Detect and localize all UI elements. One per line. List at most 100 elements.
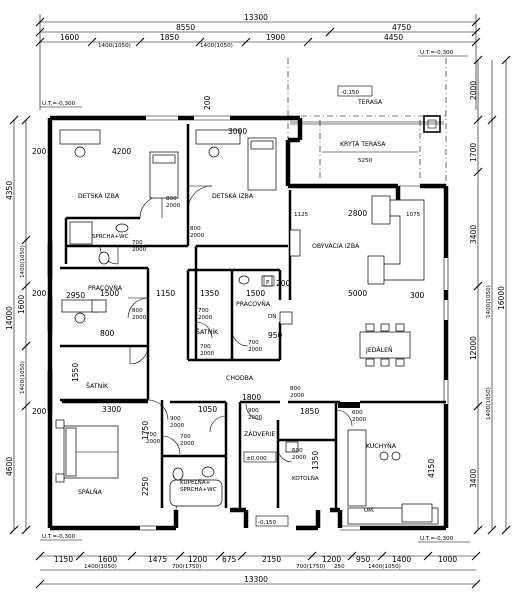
dim-int-dn-200: 200 xyxy=(276,279,291,288)
room-label-obyvacia-izba: OBÝVACIA IZBA xyxy=(312,241,360,250)
svg-text:P: P xyxy=(266,280,270,286)
room-label-pracovna-1: PRACOVŇA xyxy=(88,283,123,292)
dim-bottom-7: 1200 xyxy=(322,555,341,564)
dim-right-5: 12000 xyxy=(469,336,478,360)
dim-int-2950: 2950 xyxy=(66,291,85,300)
dim-top-seg-5: 1900 xyxy=(266,33,285,42)
dim-bottom-9: 1400 xyxy=(392,555,411,564)
dim-int-1350b: 1350 xyxy=(311,451,320,470)
dim-int-5000: 5000 xyxy=(348,289,367,298)
room-label-satnik-2: ŠATNÍK xyxy=(86,381,109,390)
dim-bottom-5: 675 xyxy=(222,555,237,564)
dim-int-950: 950 xyxy=(268,331,283,340)
furniture xyxy=(55,129,439,525)
room-label-satnik-1: ŠATNÍK xyxy=(196,327,219,336)
dim-left-4: 1400(1050) xyxy=(20,361,26,394)
dim-left-1: 4350 xyxy=(5,181,14,200)
svg-text:-0,150: -0,150 xyxy=(258,520,276,526)
dim-int-1500: 1500 xyxy=(100,289,119,298)
dim-int-1150: 1150 xyxy=(156,289,175,298)
dim-int-1750: 1750 xyxy=(141,421,150,440)
dim-bottom-8: 950 xyxy=(356,555,371,564)
room-label-kotolna: KOTOLŇA xyxy=(292,475,319,482)
level-tag-top-left: U.T.=-0,300 xyxy=(40,101,82,108)
dim-int-2250: 2250 xyxy=(141,477,150,496)
dim-int-1125: 1125 xyxy=(294,212,309,218)
dimension-lines-left xyxy=(9,115,31,535)
terrace-outline xyxy=(287,58,447,185)
dim-top-seg-3: 1850 xyxy=(160,33,179,42)
svg-text:U.T.=-0,300: U.T.=-0,300 xyxy=(420,536,454,542)
dim-bottom-w3: 700(1750) xyxy=(296,564,325,570)
level-tag-top-right: U.T.=-0,300 xyxy=(418,50,468,57)
dim-left-6: 14000 xyxy=(5,306,14,330)
dim-int-200a: 200 xyxy=(32,147,47,156)
dim-bottom-3: 1475 xyxy=(148,555,167,564)
room-label-zadverie: ZÁDVERIE xyxy=(244,429,275,438)
room-label-chodba: CHODBA xyxy=(226,375,254,382)
room-label-detska-izba-2: DETSKÁ IZBA xyxy=(212,191,254,200)
room-label-kuchyna: KUCHYŇA xyxy=(366,441,397,450)
dim-bottom-overall: 13300 xyxy=(244,575,268,584)
dim-int-1500b: 1500 xyxy=(246,289,265,298)
room-label-sprcha-wc: SPRCHA+WC xyxy=(92,234,129,240)
dim-bottom-4: 1200 xyxy=(188,555,207,564)
dim-bottom-w2: 700(1750) xyxy=(172,564,201,570)
room-label-jedalen: JEDÁLEŇ xyxy=(365,345,393,354)
dimension-lines-top xyxy=(35,14,481,110)
room-label-terasa: TERASA xyxy=(357,99,383,106)
dim-right-8: 3400 xyxy=(469,469,478,488)
level-tag-bottom-right: U.T.=-0,300 xyxy=(418,536,470,543)
dim-int-200d: 200 xyxy=(203,95,212,110)
dim-int-2800: 2800 xyxy=(348,209,367,218)
dim-bottom-w1: 1400(1050) xyxy=(84,564,117,570)
dim-top-seg-1: 1600 xyxy=(60,33,79,42)
dim-right-3: 3400 xyxy=(469,225,478,244)
dim-left-3: 1600 xyxy=(17,295,26,314)
dim-right-2: 1700 xyxy=(469,143,478,162)
dim-int-800: 800 xyxy=(100,329,115,338)
dim-int-3000: 3000 xyxy=(228,127,247,136)
svg-text:U.T.=-0,300: U.T.=-0,300 xyxy=(420,50,454,56)
dim-int-300: 300 xyxy=(410,291,425,300)
dim-int-4150: 4150 xyxy=(427,459,436,478)
dim-int-4200: 4200 xyxy=(112,147,131,156)
dim-int-200b: 200 xyxy=(32,289,47,298)
dim-int-1550: 1550 xyxy=(71,363,80,382)
level-tag-bottom-left: U.T.=-0,300 xyxy=(40,534,82,541)
exterior-walls xyxy=(47,115,449,531)
room-label-um: UM. xyxy=(364,508,375,514)
room-label-detska-izba-1: DETSKÁ IZBA xyxy=(78,191,120,200)
p-symbol: P xyxy=(263,275,275,287)
dim-bottom-1: 1150 xyxy=(54,555,73,564)
dim-bottom-w4: 250 xyxy=(334,564,345,570)
dim-int-1800: 1800 xyxy=(242,393,261,402)
room-label-dn: DN xyxy=(268,314,277,320)
dim-bottom-10: 1000 xyxy=(438,555,457,564)
dim-int-1850: 1850 xyxy=(300,407,319,416)
dim-left-2: 1400(1050) xyxy=(20,245,26,278)
dim-top-2: 4750 xyxy=(392,23,411,32)
room-label-kupelna: KÚPEĽŇA+SPRCHA+WC xyxy=(180,479,217,493)
dim-top-seg-4: 1400(1050) xyxy=(200,43,233,49)
interior-walls xyxy=(60,124,446,508)
dim-top-seg-2: 1400(1050) xyxy=(98,43,131,49)
svg-text:U.T.=-0,300: U.T.=-0,300 xyxy=(42,101,76,107)
entrance-level-tag: -0,150 xyxy=(255,515,289,527)
room-label-pracovna-2: PRACOVŇA xyxy=(236,299,271,308)
svg-text:U.T.=-0,300: U.T.=-0,300 xyxy=(42,534,76,540)
